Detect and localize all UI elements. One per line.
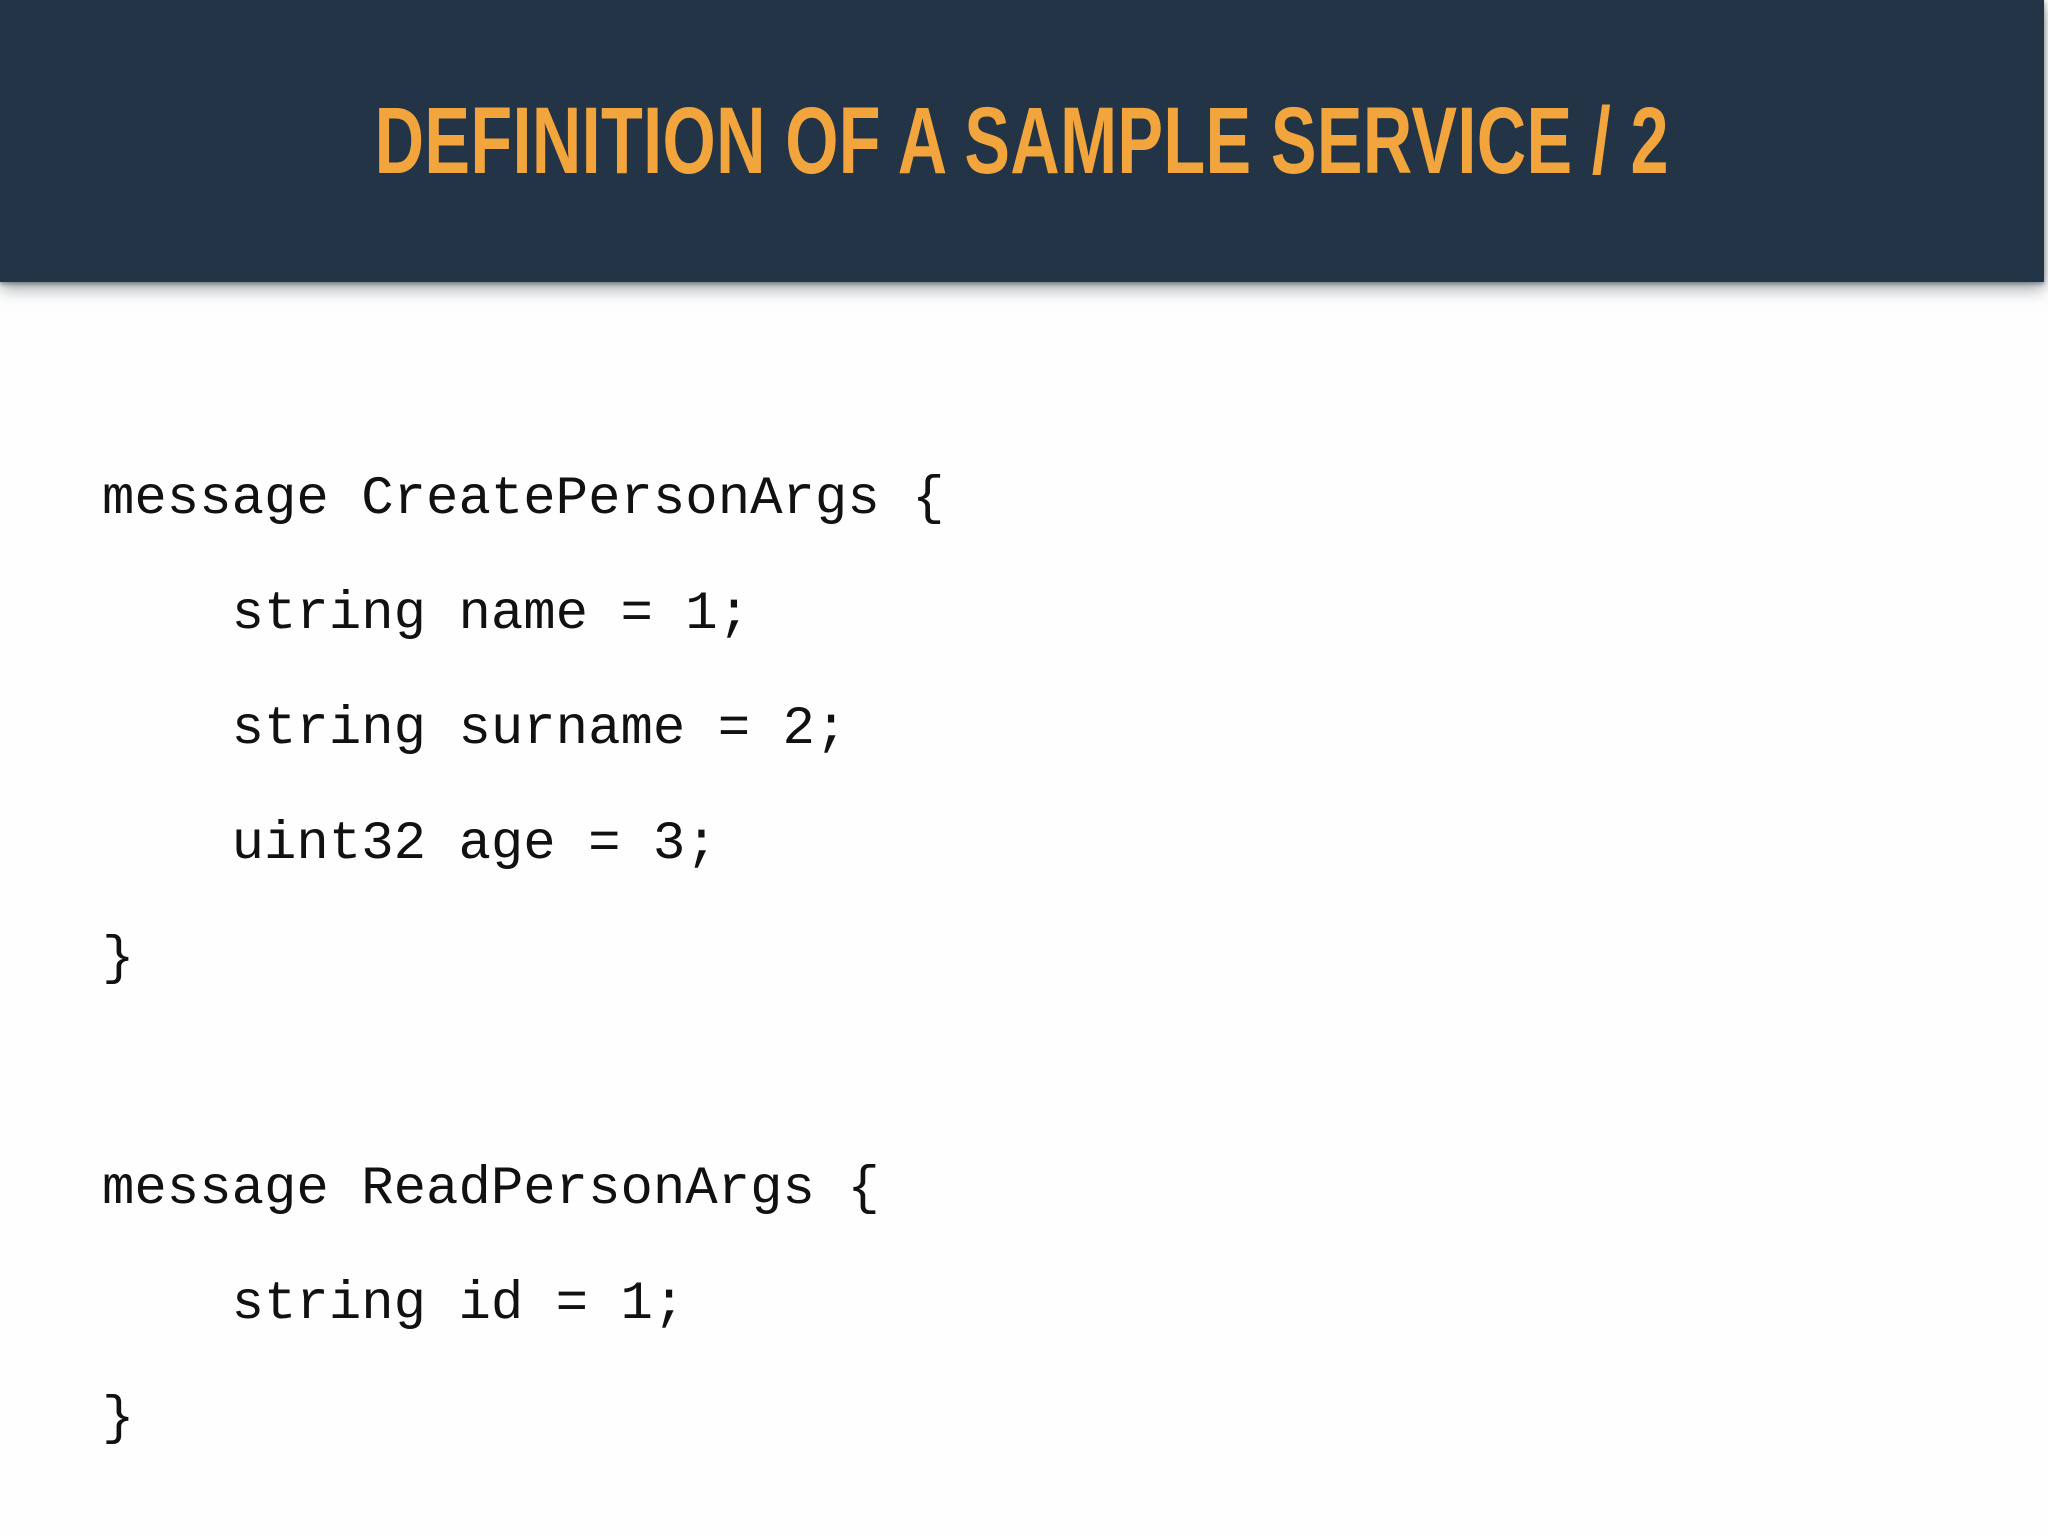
code-block: message CreatePersonArgs { string name =…: [102, 442, 945, 1477]
slide-header: DEFINITION OF A SAMPLE SERVICE / 2: [0, 0, 2044, 282]
code-line-field-id: string id = 1;: [102, 1274, 686, 1335]
code-line-blank: [102, 1017, 945, 1132]
code-line-field-surname: string surname = 2;: [102, 699, 848, 760]
code-line-message-createpersonargs: message CreatePersonArgs {: [102, 469, 945, 530]
code-line-close-brace-1: }: [102, 929, 135, 990]
code-line-field-age: uint32 age = 3;: [102, 814, 718, 875]
code-line-close-brace-2: }: [102, 1389, 135, 1450]
slide-title: DEFINITION OF A SAMPLE SERVICE / 2: [374, 87, 1670, 194]
code-line-message-readpersonargs: message ReadPersonArgs {: [102, 1159, 880, 1220]
code-line-field-name: string name = 1;: [102, 584, 751, 645]
